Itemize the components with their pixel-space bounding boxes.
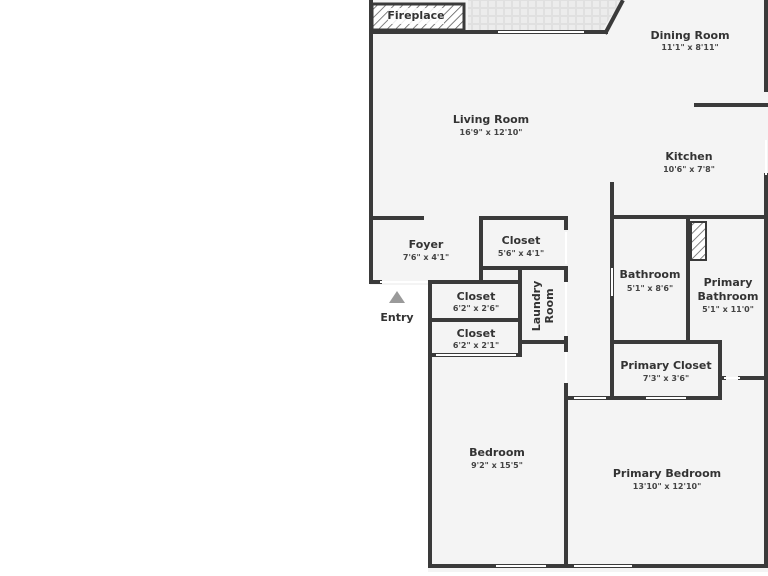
labels: Fireplace Dining Room 11'1" x 8'11" Livi… — [380, 9, 758, 491]
primary-bedroom-name: Primary Bedroom — [613, 467, 721, 480]
openings — [380, 31, 767, 567]
fireplace-label: Fireplace — [387, 9, 444, 22]
bathroom-name: Bathroom — [620, 268, 681, 281]
bathroom-dims: 5'1" x 8'6" — [627, 284, 673, 293]
laundry-room-name-line2: Room — [543, 288, 556, 323]
primary-closet-name: Primary Closet — [620, 359, 711, 372]
primary-bathroom-name-line2: Bathroom — [698, 290, 759, 303]
living-room-dims: 16'9" x 12'10" — [460, 128, 523, 137]
shower-hatch — [690, 221, 707, 261]
foyer-name: Foyer — [409, 238, 444, 251]
entry-arrow-icon — [389, 291, 405, 303]
laundry-room-name-line1: Laundry — [530, 281, 543, 332]
primary-bathroom-name-line1: Primary — [704, 276, 753, 289]
bedroom-dims: 9'2" x 15'5" — [471, 461, 523, 470]
closet-upper-dims: 6'2" x 2'6" — [453, 304, 499, 313]
closet-upper-name: Closet — [457, 290, 496, 303]
dining-room-name: Dining Room — [650, 29, 729, 42]
dining-room-dims: 11'1" x 8'11" — [661, 43, 718, 52]
bedroom-name: Bedroom — [469, 446, 525, 459]
closet-hall-dims: 5'6" x 4'1" — [498, 249, 544, 258]
entry-label: Entry — [380, 311, 413, 324]
kitchen-dims: 10'6" x 7'8" — [663, 165, 715, 174]
foyer-dims: 7'6" x 4'1" — [403, 253, 449, 262]
primary-bathroom-dims: 5'1" x 11'0" — [702, 305, 754, 314]
kitchen-name: Kitchen — [665, 150, 712, 163]
primary-closet-dims: 7'3" x 3'6" — [643, 374, 689, 383]
living-room-name: Living Room — [453, 113, 529, 126]
patio-tiles — [468, 0, 622, 30]
floor-fill — [370, 0, 768, 572]
closet-lower-name: Closet — [457, 327, 496, 340]
primary-bedroom-dims: 13'10" x 12'10" — [633, 482, 702, 491]
closet-hall-name: Closet — [502, 234, 541, 247]
closet-lower-dims: 6'2" x 2'1" — [453, 341, 499, 350]
